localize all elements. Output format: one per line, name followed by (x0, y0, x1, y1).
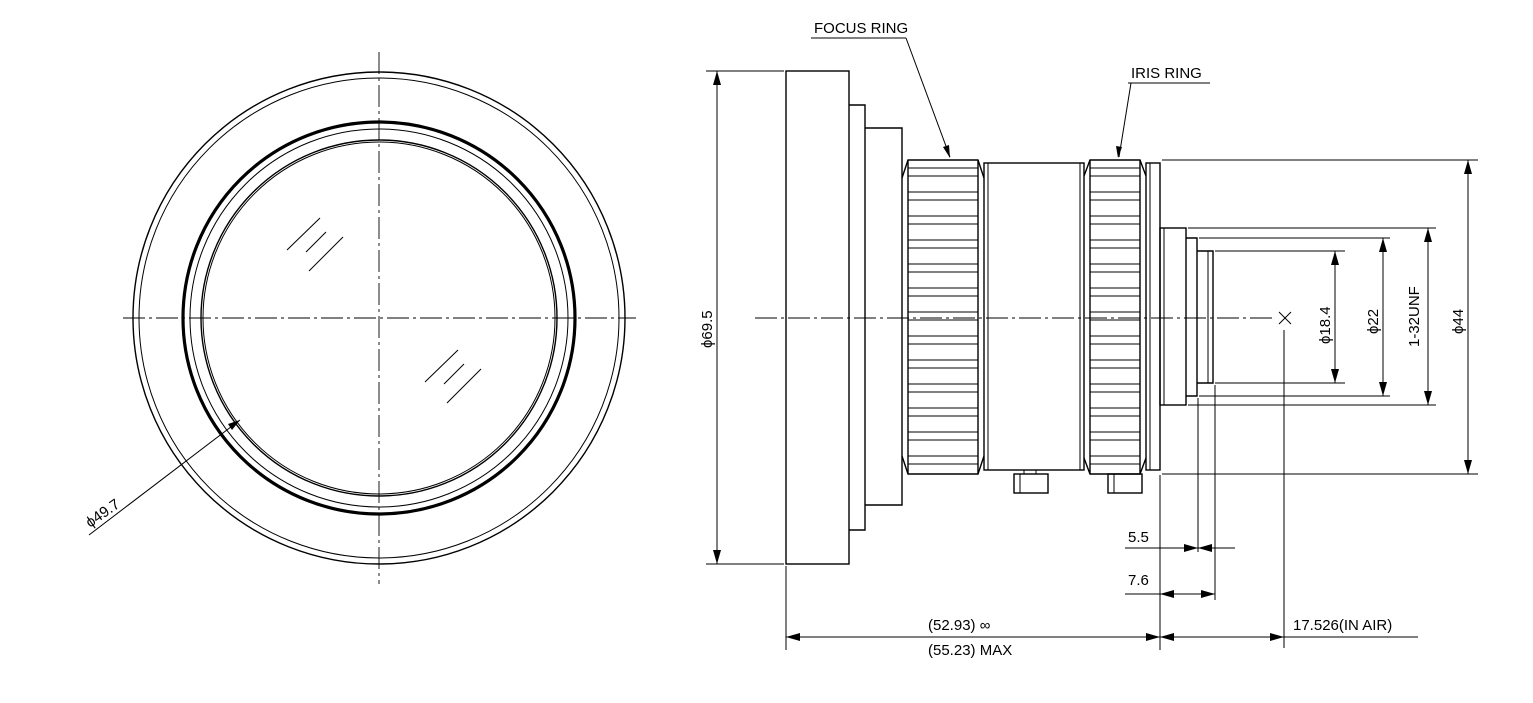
focus-ring-grooves (907, 167, 979, 465)
knurl-groove (1089, 263, 1141, 273)
focus-lock-screw (1013, 473, 1049, 494)
focus-ring-callout: FOCUS RING (811, 20, 951, 158)
dim-front-outer: ϕ69.5 (699, 70, 784, 565)
knurl-groove (907, 407, 979, 417)
knurl-groove (1089, 407, 1141, 417)
knurl-groove (1089, 359, 1141, 369)
iris-ring-label: IRIS RING (1131, 65, 1202, 82)
mount-thread (1159, 227, 1187, 406)
knurl-groove (1089, 455, 1141, 465)
dim-mount-thread: 1-32UNF (1188, 227, 1436, 406)
rear-flange (1145, 162, 1161, 471)
dim-overall-length: (52.93) ∞ (55.23) MAX (786, 617, 1160, 659)
iris-ring (1083, 159, 1147, 475)
dim-back-focus: 17.526(IN AIR) (1160, 617, 1418, 641)
middle-barrel (983, 162, 1085, 471)
knurl-groove (907, 335, 979, 345)
knurl-groove (1089, 431, 1141, 441)
knurl-groove (907, 287, 979, 297)
knurl-groove (907, 383, 979, 393)
knurl-groove (907, 215, 979, 225)
knurl-groove (1089, 239, 1141, 249)
dim-flange-5-5: 5.5 (1125, 529, 1235, 552)
dim-rear-18-4: ϕ18.4 (1215, 250, 1345, 384)
dim-front-glass-label: ϕ49.7 (83, 496, 124, 531)
dim-body-44-label: ϕ44 (1450, 309, 1467, 334)
dim-rear-22-label: ϕ22 (1365, 309, 1382, 334)
knurl-groove (1089, 215, 1141, 225)
dim-length-max-label: (55.23) MAX (928, 642, 1012, 659)
dim-length-infinity-label: (52.93) ∞ (928, 617, 991, 634)
knurl-groove (907, 359, 979, 369)
knurl-groove (1089, 287, 1141, 297)
side-view (755, 70, 1292, 565)
knurl-groove (907, 167, 979, 177)
dim-flange-5-5-label: 5.5 (1128, 529, 1149, 546)
knurl-groove (907, 239, 979, 249)
knurl-groove (907, 311, 979, 321)
knurl-groove (907, 191, 979, 201)
knurl-groove (1089, 191, 1141, 201)
knurl-groove (907, 431, 979, 441)
knurl-groove (907, 263, 979, 273)
dim-rear-22: ϕ22 (1199, 237, 1390, 397)
dim-front-glass: ϕ49.7 (83, 419, 241, 536)
focus-ring (901, 159, 985, 475)
knurl-groove (1089, 335, 1141, 345)
iris-lock-screw (1107, 473, 1143, 494)
image-plane-marker (1278, 311, 1292, 325)
dim-flange-7-6-label: 7.6 (1128, 572, 1149, 589)
dim-back-focus-label: 17.526(IN AIR) (1293, 617, 1392, 634)
knurl-groove (1089, 383, 1141, 393)
iris-ring-grooves (1089, 167, 1141, 465)
front-barrel (785, 70, 850, 565)
knurl-groove (907, 455, 979, 465)
focus-ring-label: FOCUS RING (814, 20, 908, 37)
knurl-groove (1089, 167, 1141, 177)
dim-rear-18-4-label: ϕ18.4 (1317, 306, 1334, 344)
dim-mount-thread-label: 1-32UNF (1406, 286, 1423, 347)
knurl-groove (1089, 311, 1141, 321)
glass-glare-marks (286, 217, 482, 404)
dim-flange-7-6: 7.6 (1125, 572, 1215, 598)
iris-ring-callout: IRIS RING (1116, 65, 1210, 158)
dim-front-outer-label: ϕ69.5 (699, 310, 716, 348)
front-view: ϕ49.7 (83, 52, 636, 584)
